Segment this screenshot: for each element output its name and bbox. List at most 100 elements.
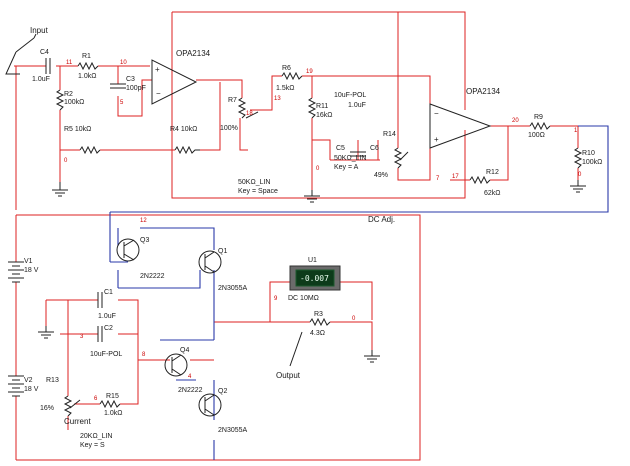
ground-symbol-5 — [364, 350, 380, 363]
transistor-q3 — [116, 238, 140, 262]
r6-name: R6 — [282, 65, 291, 72]
ground-symbol-2 — [304, 190, 320, 203]
ground-symbol-3 — [570, 180, 586, 193]
c2-value: 10uF-POL — [90, 351, 122, 358]
ground-symbol-1 — [52, 182, 68, 197]
net-5: 5 — [120, 100, 124, 106]
resistor-r1 — [77, 61, 99, 71]
net-6: 6 — [94, 396, 98, 402]
resistor-r12 — [469, 175, 491, 185]
opamp-2: − + — [429, 103, 492, 149]
r15-value: 1.0kΩ — [104, 410, 122, 417]
battery-v1 — [8, 261, 24, 283]
net-9: 9 — [274, 296, 278, 302]
opamp-2-name: OPA2134 — [466, 87, 501, 96]
r10-name: R10 — [582, 150, 595, 157]
net-19: 19 — [306, 69, 313, 75]
u1-mode: DC 10MΩ — [288, 295, 319, 302]
r3-name: R3 — [314, 311, 323, 318]
net-7: 7 — [436, 176, 440, 182]
capacitor-c2 — [97, 326, 103, 342]
u1-name: U1 — [308, 257, 317, 264]
c5-desc-2: Key = A — [334, 164, 359, 171]
r1-value: 1.0kΩ — [78, 73, 96, 80]
cap-pol-value: 1.0uF — [348, 102, 366, 109]
battery-v2 — [8, 375, 24, 397]
resistor-r6 — [281, 71, 303, 81]
v1-value: 18 V — [24, 267, 39, 274]
c2-name: C2 — [104, 325, 113, 332]
capacitor-c4 — [45, 58, 51, 74]
r12-name: R12 — [486, 169, 499, 176]
r13-name: R13 — [46, 377, 59, 384]
input-label: Input — [30, 26, 49, 35]
resistor-r11 — [307, 97, 317, 119]
q4-type: 2N2222 — [178, 387, 203, 394]
net-0b: 0 — [316, 166, 320, 172]
c3-name: C3 — [126, 76, 135, 83]
v2-name: V2 — [24, 377, 33, 384]
net-4: 4 — [188, 374, 192, 380]
r3-value: 4.3Ω — [310, 330, 325, 337]
svg-text:−: − — [156, 89, 161, 98]
output-label: Output — [276, 371, 301, 380]
r5-label: R5 10kΩ — [64, 126, 91, 133]
net-11: 11 — [66, 60, 73, 66]
svg-text:−: − — [434, 109, 439, 118]
net-0c: 0 — [578, 172, 582, 178]
transistor-q1 — [198, 250, 222, 274]
r2-value: 100kΩ — [64, 99, 84, 106]
q1-type: 2N3055A — [218, 285, 248, 292]
net-0d: 0 — [352, 316, 356, 322]
transistor-q2 — [198, 393, 222, 417]
net-0a: 0 — [64, 158, 68, 164]
r7-name: R7 — [228, 97, 237, 104]
opamp-1-name: OPA2134 — [176, 49, 211, 58]
c5-name: C5 — [336, 145, 345, 152]
q1-name: Q1 — [218, 248, 227, 255]
r12-value: 62kΩ — [484, 190, 501, 197]
r11-value: 16kΩ — [316, 112, 333, 119]
r7-percent: 100% — [220, 125, 238, 132]
c3-value: 100pF — [126, 85, 146, 92]
resistor-r3 — [309, 317, 331, 327]
capacitor-c3 — [110, 83, 126, 89]
transistor-q4 — [164, 353, 188, 377]
q2-name: Q2 — [218, 388, 227, 395]
r13-desc-1: 20KΩ_LIN — [80, 433, 112, 440]
r13-percent: 16% — [40, 405, 54, 412]
r6-value: 1.5kΩ — [276, 85, 294, 92]
c1-name: C1 — [104, 289, 113, 296]
c5-desc-1: 50KΩ_LIN — [334, 155, 366, 162]
c1-value: 1.0uF — [98, 313, 116, 320]
c4-value: 1.0uF — [32, 76, 50, 83]
potentiometer-r13 — [63, 395, 81, 417]
r9-name: R9 — [534, 114, 543, 121]
r2-name: R2 — [64, 91, 73, 98]
q4-name: Q4 — [180, 347, 189, 354]
svg-text:+: + — [155, 65, 160, 74]
r15-name: R15 — [106, 393, 119, 400]
r7-desc-2: Key = Space — [238, 188, 278, 195]
resistor-r2 — [55, 89, 65, 111]
net-8: 8 — [142, 352, 146, 358]
resistor-r10 — [573, 147, 583, 169]
capacitor-c5 — [350, 151, 366, 157]
capacitor-c1 — [97, 292, 103, 308]
q2-type: 2N3055A — [218, 427, 248, 434]
net-labels: 11 10 5 0 18 13 19 0 7 17 20 1 0 12 9 0 … — [64, 60, 582, 402]
v2-value: 18 V — [24, 386, 39, 393]
net-18: 18 — [246, 111, 253, 117]
r14-percent: 49% — [374, 172, 388, 179]
r1-name: R1 — [82, 53, 91, 60]
opamp-1: + − — [151, 59, 198, 105]
r11-name: R11 — [316, 103, 328, 110]
resistor-r15 — [99, 399, 121, 409]
r10-value: 100kΩ — [582, 159, 602, 166]
r4-label: R4 10kΩ — [170, 126, 197, 133]
r9-value: 100Ω — [528, 132, 545, 139]
power-wiring — [109, 125, 609, 460]
potentiometer-r14 — [393, 147, 409, 169]
r13-desc-2: Key = S — [80, 442, 105, 449]
